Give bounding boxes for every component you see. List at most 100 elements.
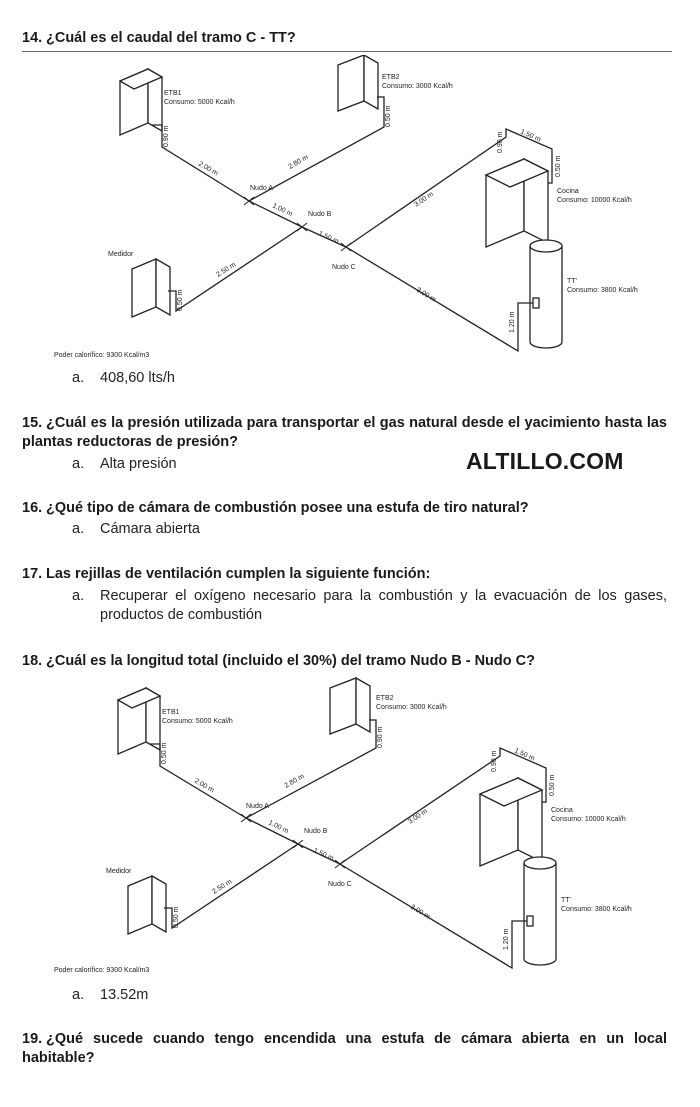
tt-label: TT' [567,278,577,285]
pipe-medidor [164,843,299,930]
question-number: 19. [22,1031,43,1047]
pipe-b-c [301,226,347,248]
pipe-medidor [168,226,303,313]
nudo-a-label: Nudo A [246,803,269,810]
nudo-b-label: Nudo B [304,828,328,835]
medidor-box-side [151,874,167,934]
etb1-box-top [118,68,164,90]
answer-text: 13.52m [100,987,149,1003]
nudo-c-label: Nudo C [332,264,356,271]
cocina-label: Cocina [551,807,573,814]
tt-consumo: Consumo: 3800 Kcal/h [567,287,638,294]
dim-cocina-vertical: 0.90 m [491,750,498,772]
etb2-box-side [355,676,371,734]
answer-14: a. 408,60 lts/h [72,369,667,388]
etb2-consumo: Consumo: 3000 Kcal/h [376,704,447,711]
nudo-a-label: Nudo A [250,185,273,192]
pipe-a-b [248,200,303,228]
etb2-label: ETB2 [382,74,400,81]
dim-medidor-pipe: 2.50 m [215,261,237,278]
tt-cylinder-top [529,239,563,253]
pipe-etb2 [245,719,377,819]
dim-c-tt: 3.00 m [409,904,431,921]
answer-18: a. 13.52m [72,986,667,1005]
question-number: 14. [22,30,43,46]
answer-text: 408,60 lts/h [100,370,175,386]
etb2-box-front [329,677,357,735]
answer-letter: a. [72,370,85,386]
pipe-etb1 [150,743,247,819]
divider [22,51,672,52]
isometric-piping-diagram: ETB1 Consumo: 5000 Kcal/h ETB2 Consumo: … [54,676,632,974]
dim-tt: 1.20 m [509,311,516,333]
question-text: ¿Cuál es la presión utilizada para trans… [22,415,667,450]
medidor-box-front [131,258,157,318]
dim-etb2: 0.50 m [385,105,392,127]
pipe-c-tt [345,246,533,353]
dim-etb1: 0.90 m [163,125,170,147]
answer-16: a. Cámara abierta [72,520,667,539]
dim-cocina-riser: 0.50 m [549,774,556,796]
cocina-box-top [478,777,544,807]
dim-b-c: 1.50 m [312,847,335,862]
question-text: ¿Qué sucede cuando tengo encendida una e… [22,1031,667,1066]
answer-17: a. Recuperar el oxígeno necesario para l… [72,587,667,625]
medidor-box-side [155,257,171,317]
cocina-label: Cocina [557,188,579,195]
dim-medidor: 0.50 m [177,289,184,311]
watermark: ALTILLO.COM [466,448,624,474]
question-text: Las rejillas de ventilación cumplen la s… [46,566,431,582]
question-text: ¿Cuál es el caudal del tramo C - TT? [46,30,296,46]
answer-letter: a. [72,521,85,537]
etb1-consumo: Consumo: 5000 Kcal/h [164,99,235,106]
poder-calorifico: Poder calorífico: 9300 Kcal/m3 [54,967,149,974]
etb2-box-front [337,55,365,112]
tt-consumo: Consumo: 3800 Kcal/h [561,906,632,913]
answer-text: Cámara abierta [100,521,200,537]
tt-cylinder-top [523,856,557,870]
question-14: 14.¿Cuál es el caudal del tramo C - TT? [22,29,667,48]
dim-etb2: 0.90 m [377,726,384,748]
answer-letter: a. [72,588,85,604]
dim-cocina-horizontal: 1.50 m [519,128,542,143]
dim-a2: 2.80 m [288,154,310,171]
tt-label: TT' [561,897,571,904]
pipe-c-cocina [345,128,553,248]
pipe-c-tt [339,863,527,970]
etb2-consumo: Consumo: 3000 Kcal/h [382,83,453,90]
dim-a-b: 1.00 m [267,820,289,836]
answer-text: Alta presión [100,456,177,472]
medidor-label: Medidor [106,868,132,875]
dim-cocina-vertical: 0.90 m [497,131,504,153]
gas-installation-diagram-2: ETB1 Consumo: 5000 Kcal/h ETB2 Consumo: … [40,676,660,976]
answer-letter: a. [72,987,85,1003]
isometric-piping-diagram: ETB1 Consumo: 5000 Kcal/h ETB2 Consumo: … [54,55,638,359]
medidor-label: Medidor [108,251,134,258]
pipe-etb2 [248,96,385,202]
answer-15: a. Alta presión [72,455,667,474]
answer-text: Recuperar el oxígeno necesario para la c… [100,588,667,623]
cocina-consumo: Consumo: 10000 Kcal/h [551,816,626,823]
poder-calorifico: Poder calorífico: 9300 Kcal/m3 [54,352,149,359]
question-18: 18.¿Cuál es la longitud total (incluido … [22,652,667,671]
dim-medidor-pipe: 2.50 m [211,878,233,895]
dim-etb1: 0.50 m [161,742,168,764]
cocina-consumo: Consumo: 10000 Kcal/h [557,197,632,204]
cocina-box-top [484,158,550,188]
question-number: 16. [22,500,43,516]
pipe-c-cocina [339,747,547,865]
etb2-box-side [363,55,379,111]
question-number: 17. [22,566,43,582]
question-text: ¿Qué tipo de cámara de combustión posee … [46,500,529,516]
nudo-b-label: Nudo B [308,211,332,218]
etb1-consumo: Consumo: 5000 Kcal/h [162,718,233,725]
question-19: 19.¿Qué sucede cuando tengo encendida un… [22,1030,667,1068]
nudo-c-label: Nudo C [328,881,352,888]
pipe-etb1 [152,124,250,202]
dim-c-cocina: 3.00 m [407,808,429,826]
dim-c-tt: 3.00 m [415,287,437,304]
dim-b-c: 1.50 m [317,230,340,245]
medidor-box-front [127,875,153,935]
question-text: ¿Cuál es la longitud total (incluido el … [46,653,535,669]
question-number: 18. [22,653,43,669]
